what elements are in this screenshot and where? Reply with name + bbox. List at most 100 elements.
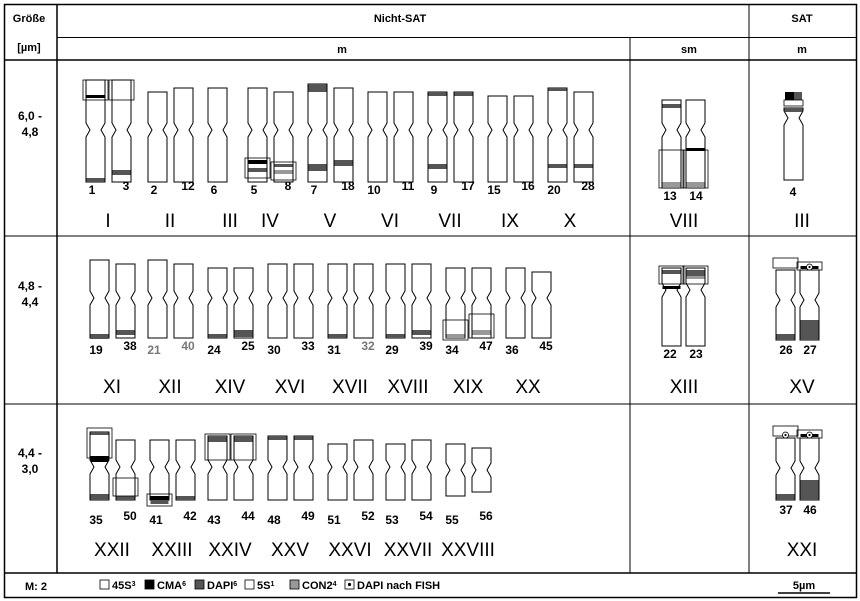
chromosome-25 — [234, 268, 253, 338]
chromosome-11 — [394, 92, 413, 182]
homolog-group-label: XIX — [453, 377, 484, 398]
chromosome-54 — [412, 440, 431, 500]
chromosome-number: 20 — [547, 183, 561, 197]
chromosome-number: 3 — [123, 179, 130, 193]
chromosome-19 — [90, 260, 109, 339]
chromosome-number: 51 — [327, 513, 341, 527]
chromosome-number: 4 — [790, 185, 797, 199]
chromosome-1 — [83, 80, 108, 182]
legend-item-5s: 5S1 — [245, 580, 274, 592]
size-column-title: Größe — [13, 13, 45, 25]
homolog-group-label: XVI — [275, 377, 306, 398]
chromosome-40 — [174, 264, 193, 338]
chromosome-34 — [443, 268, 468, 340]
chromosome-7 — [308, 84, 327, 182]
chromosome-number: 34 — [445, 343, 459, 357]
chromosome-27 — [797, 262, 822, 340]
chromosome-20 — [548, 88, 567, 182]
chromosome-15 — [488, 96, 507, 182]
chromosome-number: 14 — [689, 189, 703, 203]
homolog-group-label: XXVII — [384, 540, 433, 561]
chromosome-number: 19 — [89, 343, 103, 357]
legend-item-con2: CON24 — [290, 580, 337, 592]
homolog-group-label: IV — [261, 211, 279, 232]
size-class-3-bottom: 3,0 — [22, 462, 39, 476]
sat-header: SAT — [791, 13, 812, 25]
chromosome-number: 17 — [461, 179, 475, 193]
chromosome-6 — [208, 88, 227, 182]
homolog-group-label: XVIII — [387, 377, 428, 398]
homolog-group-label: XIII — [670, 377, 699, 398]
chromosome-number: 56 — [479, 509, 493, 523]
m-value: M: 2 — [25, 581, 47, 593]
chromosome-number: 24 — [207, 343, 221, 357]
legend-label: 5S1 — [257, 580, 274, 592]
chromosome-number: 23 — [689, 347, 703, 361]
chromosome-number: 32 — [361, 339, 375, 353]
scale-bar-label: 5µm — [793, 580, 815, 592]
chromosome-44 — [231, 434, 256, 500]
chromosome-number: 10 — [367, 183, 381, 197]
chromosome-number: 13 — [663, 189, 677, 203]
chromosome-12 — [174, 88, 193, 182]
size-class-3-top: 4,4 - — [18, 446, 42, 460]
chromosome-52 — [354, 440, 373, 500]
chromosome-number: 40 — [181, 339, 195, 353]
homolog-group-label: XXIII — [151, 540, 192, 561]
chromosome-number: 45 — [539, 339, 553, 353]
size-class-2-top: 4,8 - — [18, 279, 42, 293]
chromosome-38 — [116, 264, 135, 338]
homolog-group-label: XII — [158, 377, 181, 398]
chromosome-10 — [368, 92, 387, 182]
chromosome-number: 21 — [147, 343, 161, 357]
chromosome-23 — [683, 266, 708, 346]
homolog-group-label: IX — [501, 211, 519, 232]
chromosome-30 — [268, 264, 287, 338]
chromosome-number: 26 — [779, 343, 793, 357]
legend-label: 45S3 — [112, 580, 136, 592]
chromosome-number: 55 — [445, 513, 459, 527]
chromosome-2 — [148, 92, 167, 182]
chromosome-53 — [386, 444, 405, 500]
chromosome-number: 9 — [431, 183, 438, 197]
chromosome-32 — [354, 264, 373, 338]
legend-item-dapi-nach-fish: DAPI nach FISH — [345, 580, 440, 592]
chromosome-24 — [208, 268, 227, 338]
legend: 45S3 CMA6 DAPI6 5S1 CON24 DAPI nach FISH — [100, 580, 440, 592]
chromosome-number: 53 — [385, 513, 399, 527]
homolog-group-label: V — [324, 211, 337, 232]
chromosome-number: 31 — [327, 343, 341, 357]
chromosome-number: 46 — [803, 503, 817, 517]
legend-label: CMA6 — [157, 580, 186, 592]
legend-item-dapi: DAPI6 — [195, 580, 237, 592]
chromosome-number: 8 — [285, 179, 292, 193]
chromosome-13 — [659, 100, 684, 188]
chromosome-35 — [87, 428, 112, 500]
chromosome-42 — [176, 440, 195, 500]
homolog-group-label: XX — [515, 377, 541, 398]
homolog-group-label: XXIV — [208, 540, 252, 561]
legend-label: DAPI6 — [207, 580, 237, 592]
chromosome-50 — [113, 440, 138, 500]
chromosome-number: 18 — [341, 179, 355, 193]
chromosome-14 — [683, 100, 708, 188]
chromosome-47 — [469, 268, 494, 338]
homolog-group-label: XVII — [332, 377, 368, 398]
homolog-group-label: XIV — [215, 377, 246, 398]
size-class-1-top: 6,0 - — [18, 109, 42, 123]
chromosome-number: 54 — [419, 509, 433, 523]
homolog-group-label: XXVIII — [441, 540, 495, 561]
homolog-group-label: I — [105, 211, 110, 232]
chromosome-number: 27 — [803, 343, 817, 357]
legend-label: DAPI nach FISH — [357, 580, 440, 592]
chromosome-56 — [472, 448, 491, 492]
chromosome-number: 38 — [123, 339, 137, 353]
chromosome-layer — [83, 80, 822, 506]
chromosome-26 — [773, 258, 798, 340]
chromosome-31 — [328, 264, 347, 338]
homolog-group-label: XXV — [271, 540, 309, 561]
homolog-group-label: XXII — [94, 540, 130, 561]
chromosome-36 — [506, 268, 525, 338]
chromosome-number: 22 — [663, 347, 677, 361]
size-class-1-bottom: 4,8 — [22, 125, 39, 139]
